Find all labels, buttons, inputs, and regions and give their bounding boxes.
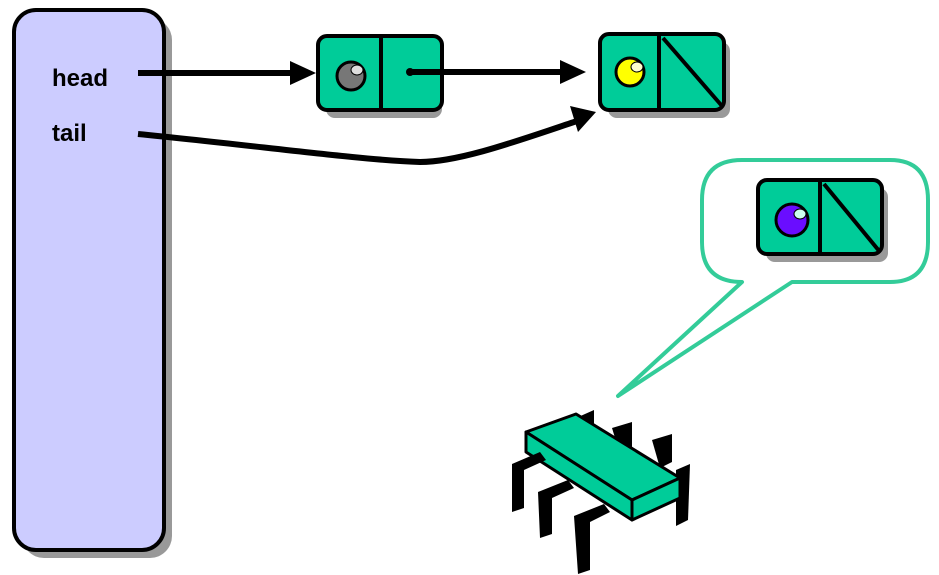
queue-body [12, 8, 166, 552]
node-2-body [598, 32, 726, 112]
node-1 [316, 34, 444, 118]
new-node-ball-highlight [793, 208, 807, 220]
chip-icon [512, 410, 690, 574]
node-2 [598, 32, 730, 118]
head-pointer-arrow [138, 61, 316, 85]
new-node [756, 178, 888, 262]
node-1-ball-highlight [350, 64, 364, 76]
node-2-ball-highlight [630, 61, 644, 73]
queue-object: head tail [12, 8, 172, 558]
new-node-null-slash [822, 182, 882, 254]
new-node-value-ball [774, 202, 810, 238]
node-2-null-slash [661, 36, 724, 108]
tail-label: tail [52, 120, 87, 147]
head-label: head [52, 65, 108, 92]
tail-pointer-arrow [137, 106, 596, 166]
next-pointer-arrow [406, 60, 586, 84]
